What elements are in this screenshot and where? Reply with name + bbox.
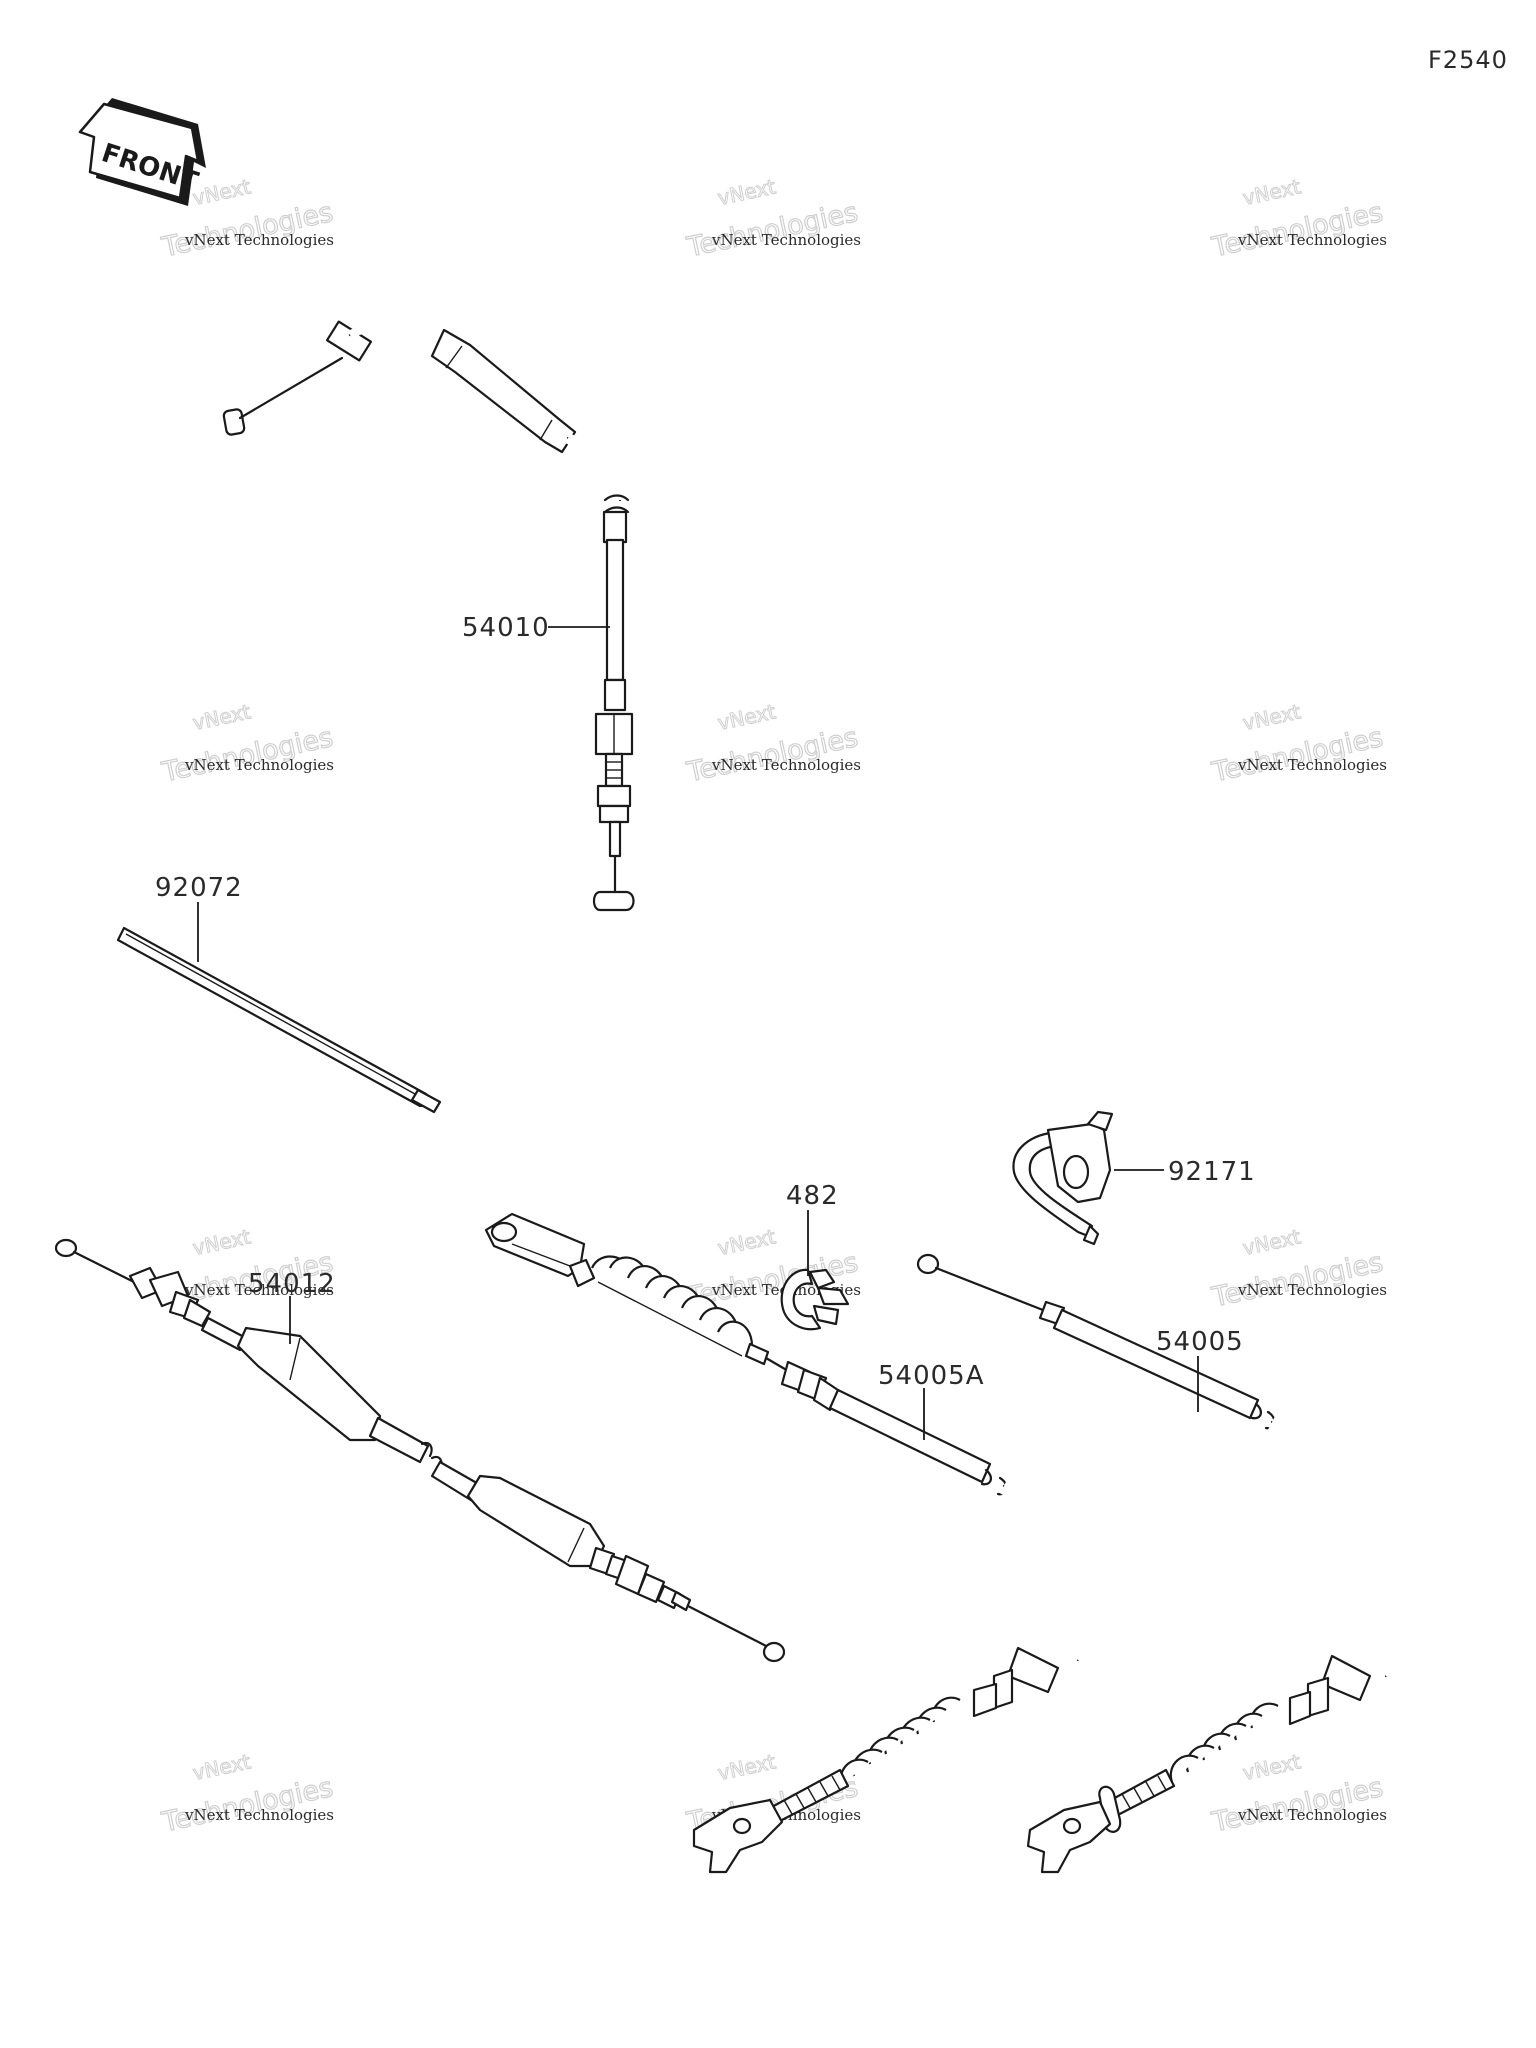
part-number-92171: 92171 (1168, 1157, 1256, 1187)
svg-text:vNext: vNext (1241, 174, 1303, 210)
part-number-482: 482 (786, 1181, 839, 1211)
watermark-text: vNext Technologies (1237, 1806, 1387, 1824)
svg-text:vNext: vNext (1241, 1224, 1303, 1260)
cable-54005 (916, 1253, 1461, 1874)
watermark-text: vNext Technologies (1237, 231, 1387, 249)
svg-text:vNext: vNext (716, 1224, 778, 1260)
watermark-text: vNext Technologies (711, 756, 861, 774)
part-number-54012: 54012 (248, 1269, 336, 1299)
watermark-text: vNext Technologies (184, 231, 334, 249)
part-number-54005: 54005 (1156, 1327, 1244, 1357)
watermarks: vNext Technologies vNext Technologies vN… (158, 174, 1387, 1839)
cable-tie-92072 (116, 926, 442, 1114)
svg-text:vNext: vNext (191, 699, 253, 735)
front-arrow-icon: FRONT (78, 98, 206, 206)
clip-482 (780, 1268, 850, 1331)
watermark-vnext: vNext (191, 174, 253, 210)
figure-code: F2540 (1428, 46, 1508, 74)
svg-text:vNext: vNext (191, 1749, 253, 1785)
watermark-text: vNext Technologies (1237, 756, 1387, 774)
svg-text:vNext: vNext (716, 699, 778, 735)
watermark-text: vNext Technologies (711, 231, 861, 249)
watermark-text: vNext Technologies (184, 756, 334, 774)
cable-54005A (484, 1212, 1130, 1874)
part-number-54005A: 54005A (878, 1361, 985, 1391)
svg-text:vNext: vNext (1241, 699, 1303, 735)
part-number-54010: 54010 (462, 613, 550, 643)
watermark-text: vNext Technologies (1237, 1281, 1387, 1299)
cable-54010 (222, 318, 635, 912)
svg-text:vNext: vNext (716, 1749, 778, 1785)
cable-54012 (54, 1238, 786, 1663)
svg-text:vNext: vNext (191, 1224, 253, 1260)
clip-92171 (1012, 1110, 1114, 1246)
part-number-92072: 92072 (155, 873, 243, 903)
svg-text:vNext: vNext (1241, 1749, 1303, 1785)
watermark-text: vNext Technologies (184, 1281, 334, 1299)
watermark-text: vNext Technologies (184, 1806, 334, 1824)
svg-text:vNext: vNext (716, 174, 778, 210)
